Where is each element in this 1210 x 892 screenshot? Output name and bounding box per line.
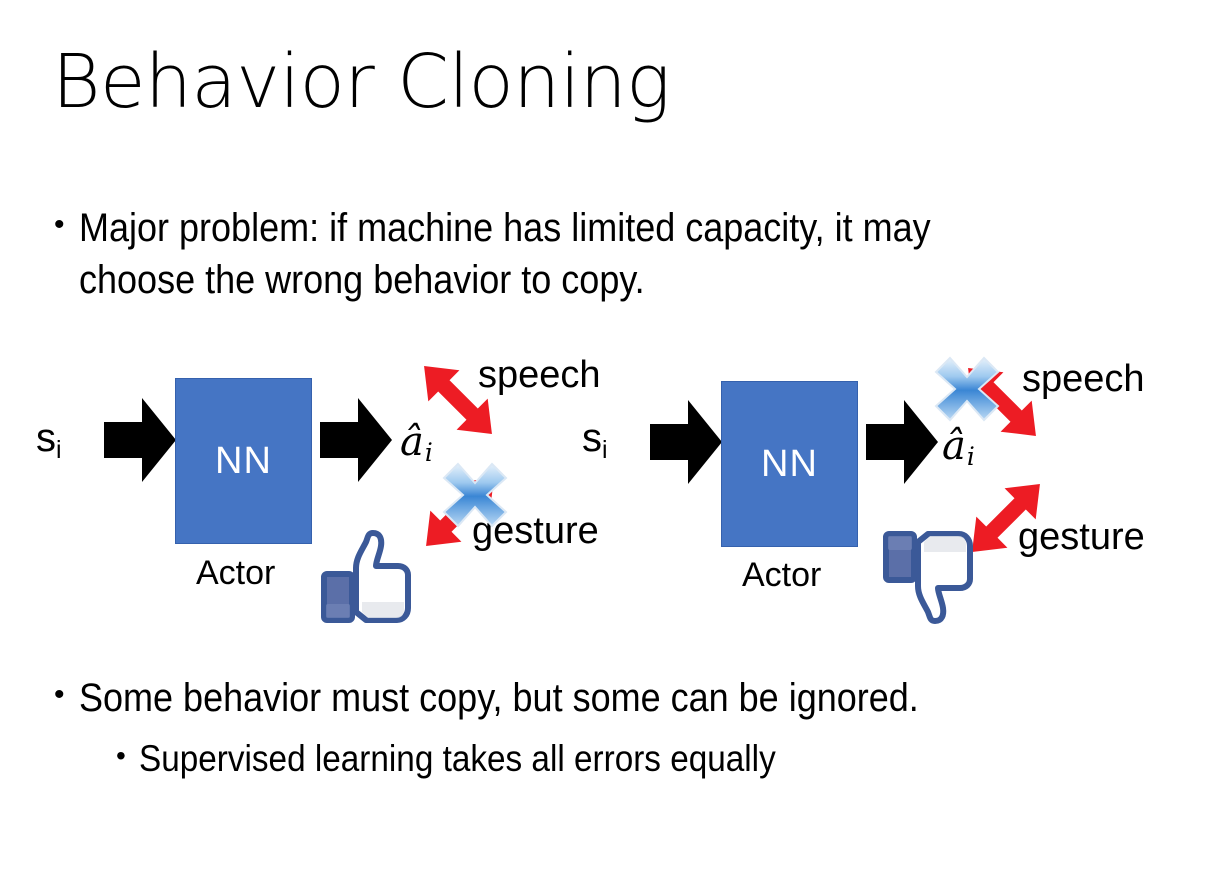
nn-box-label-right: NN	[761, 442, 818, 485]
output-label-gesture-right: gesture	[1018, 516, 1145, 558]
actor-label-left: Actor	[196, 554, 276, 592]
action-label-right: âi	[942, 423, 975, 469]
action-label-left: âi	[400, 419, 433, 465]
page-title: Behavior Cloning	[52, 39, 671, 125]
arrow-to-speech-right	[942, 342, 1062, 462]
state-subscript: i	[602, 436, 608, 464]
output-arrow-left	[320, 394, 392, 486]
state-label-left: si	[36, 416, 62, 463]
bullet-marker-icon: •	[54, 678, 65, 711]
bullet-supervised-learning-text: Supervised learning takes all errors equ…	[138, 738, 776, 779]
input-arrow-right	[650, 396, 722, 488]
thumbs-down-icon-right	[880, 526, 976, 626]
bullet-some-behavior: • Some behavior must copy, but some can …	[54, 672, 1174, 724]
bullet-marker-icon: •	[54, 208, 65, 241]
diagram-good-case: si NN Actor âi	[10, 340, 610, 630]
state-symbol: s	[36, 416, 56, 460]
nn-box-label-left: NN	[215, 439, 272, 482]
state-subscript: i	[56, 436, 62, 464]
state-symbol: s	[582, 416, 602, 460]
thumbs-up-icon-left	[318, 528, 414, 628]
action-symbol: â	[942, 423, 966, 469]
output-label-speech-left: speech	[478, 354, 601, 396]
bullet-major-problem-text: Major problem: if machine has limited ca…	[78, 206, 931, 302]
blocked-marker-gesture-left	[438, 458, 512, 532]
bullet-some-behavior-text: Some behavior must copy, but some can be…	[78, 676, 919, 720]
arrow-to-speech-left	[398, 340, 518, 460]
action-subscript: i	[966, 442, 975, 472]
action-subscript: i	[424, 438, 433, 468]
arrow-to-gesture-right	[946, 458, 1066, 578]
output-label-speech-right: speech	[1022, 358, 1145, 400]
input-arrow-left	[104, 394, 176, 486]
nn-box-right: NN	[721, 381, 858, 547]
action-symbol: â	[400, 419, 424, 465]
output-arrow-right	[866, 396, 938, 488]
diagram-bad-case: si NN Actor âi	[556, 340, 1156, 630]
bullet-major-problem: • Major problem: if machine has limited …	[54, 202, 1144, 306]
state-label-right: si	[582, 416, 608, 463]
bullet-supervised-learning: • Supervised learning takes all errors e…	[116, 735, 1176, 783]
nn-box-left: NN	[175, 378, 312, 544]
bullet-marker-icon: •	[116, 740, 126, 771]
blocked-marker-speech-right	[930, 352, 1004, 426]
actor-label-right: Actor	[742, 556, 822, 594]
